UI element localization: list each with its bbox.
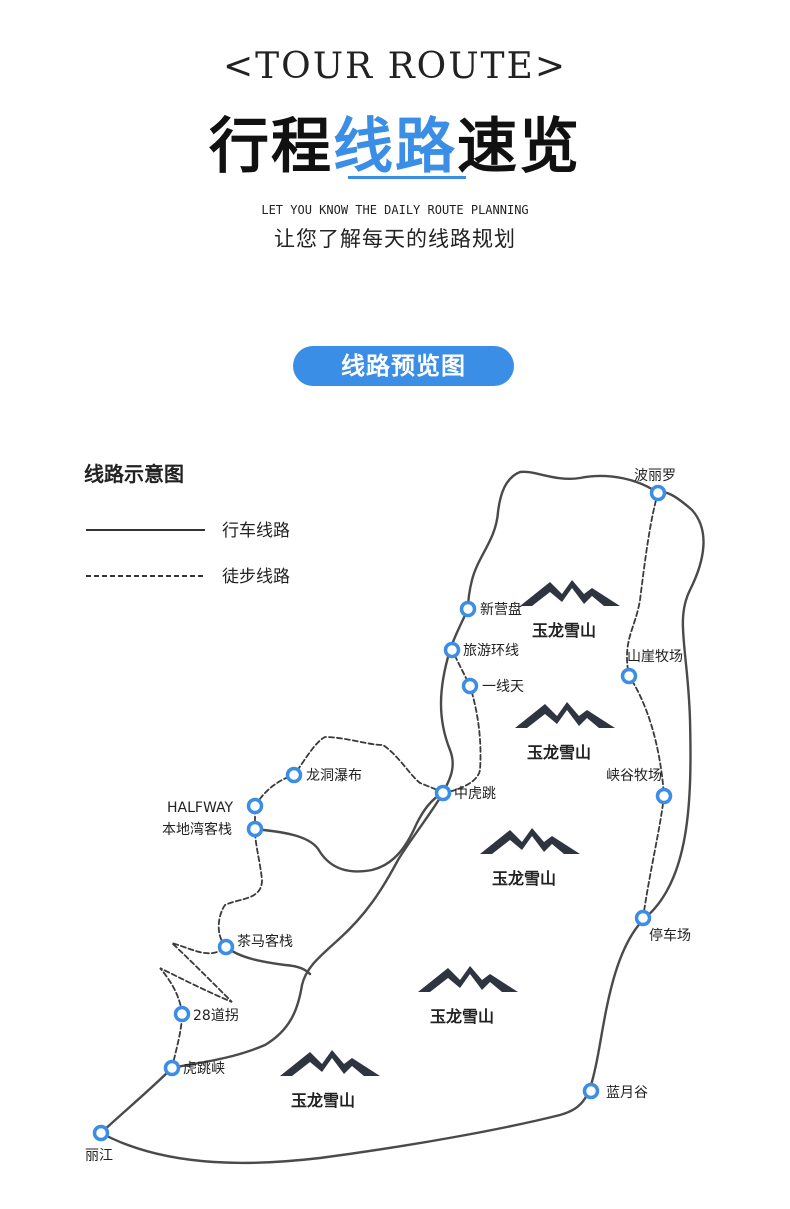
outer-loop-route <box>99 470 705 1165</box>
place-label-lvyouhuanxian: 旅游环线 <box>463 643 519 659</box>
route-stop-marker-icon[interactable] <box>163 1059 181 1077</box>
chama-link-route <box>224 945 312 976</box>
place-label-longdongpubu: 龙洞瀑布 <box>306 768 362 784</box>
section-pill: 线路预览图 <box>293 346 514 386</box>
route-stop-marker-icon[interactable] <box>459 600 477 618</box>
mountain-label: 玉龙雪山 <box>527 743 591 762</box>
mountain-label: 玉龙雪山 <box>430 1007 494 1026</box>
east-pasture-hike <box>626 492 665 919</box>
place-labels: 波丽罗 新营盘 旅游环线 一线天 中虎跳 龙洞瀑布 HALFWAY 本地湾客栈 … <box>85 468 691 1164</box>
place-label-zhonghutiao: 中虎跳 <box>454 786 496 802</box>
route-stop-marker-icon[interactable] <box>649 484 667 502</box>
place-label-shanyamuchang: 山崖牧场 <box>627 649 683 665</box>
header-title-en: <TOUR ROUTE> <box>223 46 567 87</box>
tigerleap-gorge-hike <box>159 736 444 1069</box>
route-stop-marker-icon[interactable] <box>634 909 652 927</box>
route-stop-marker-icon[interactable] <box>285 766 303 784</box>
place-label-lanyuegu: 蓝月谷 <box>606 1085 648 1101</box>
place-label-halfway: HALFWAY <box>167 800 234 816</box>
subtitle-cn: 让您了解每天的线路规划 <box>274 227 516 251</box>
mountains: 玉龙雪山 玉龙雪山 玉龙雪山 玉龙雪山 玉龙雪山 <box>280 580 620 1110</box>
place-label-bendiwan: 本地湾客栈 <box>162 821 232 838</box>
place-label-boliluo: 波丽罗 <box>634 468 676 484</box>
mountain-icon <box>418 966 518 992</box>
route-stop-marker-icon[interactable] <box>173 1005 191 1023</box>
header-title-cn-part1: 行程 <box>209 112 333 182</box>
header-title-cn-part2: 速览 <box>457 112 581 182</box>
yixiantian-hike <box>442 649 482 794</box>
route-stop-marker-icon[interactable] <box>246 820 264 838</box>
route-stop-marker-icon[interactable] <box>443 641 461 659</box>
mountain-label: 玉龙雪山 <box>532 621 596 640</box>
legend-hike-label: 徒步线路 <box>222 567 290 587</box>
mountain-label: 玉龙雪山 <box>492 869 556 888</box>
stop-markers <box>92 484 673 1142</box>
place-label-chama: 茶马客栈 <box>237 933 293 950</box>
header-title-cn: 行程线路速览 <box>0 98 790 185</box>
legend-drive-label: 行车线路 <box>222 521 290 541</box>
mountain-icon <box>280 1050 380 1076</box>
route-stop-marker-icon[interactable] <box>582 1082 600 1100</box>
route-stop-marker-icon[interactable] <box>92 1124 110 1142</box>
mountain-icon <box>515 702 615 728</box>
route-stop-marker-icon[interactable] <box>655 787 673 805</box>
driving-routes <box>99 470 705 1165</box>
bendiwan-link-route <box>253 791 445 873</box>
mountain-icon <box>480 828 580 854</box>
route-stop-marker-icon[interactable] <box>434 784 452 802</box>
header-title-cn-highlight: 线路 <box>333 112 457 182</box>
route-stop-marker-icon[interactable] <box>217 938 235 956</box>
legend: 线路示意图 行车线路 徒步线路 <box>84 462 290 587</box>
place-label-lijiang: 丽江 <box>85 1148 113 1164</box>
place-label-xiagumuchang: 峡谷牧场 <box>606 768 662 784</box>
place-label-tingchechang: 停车场 <box>649 927 691 944</box>
route-stop-marker-icon[interactable] <box>246 797 264 815</box>
legend-title: 线路示意图 <box>84 462 184 486</box>
header-underline <box>348 176 466 179</box>
route-stop-marker-icon[interactable] <box>620 667 638 685</box>
place-label-yixiantian: 一线天 <box>482 679 524 695</box>
route-stop-marker-icon[interactable] <box>461 677 479 695</box>
hiking-routes <box>159 492 665 1069</box>
place-label-hutiaoxia: 虎跳峡 <box>183 1061 225 1077</box>
place-label-xinyingpan: 新营盘 <box>480 601 522 618</box>
place-label-28daoguai: 28道拐 <box>193 1008 239 1024</box>
mountain-icon <box>520 580 620 606</box>
subtitle-en: LET YOU KNOW THE DAILY ROUTE PLANNING <box>261 203 529 217</box>
mountain-label: 玉龙雪山 <box>291 1091 355 1110</box>
